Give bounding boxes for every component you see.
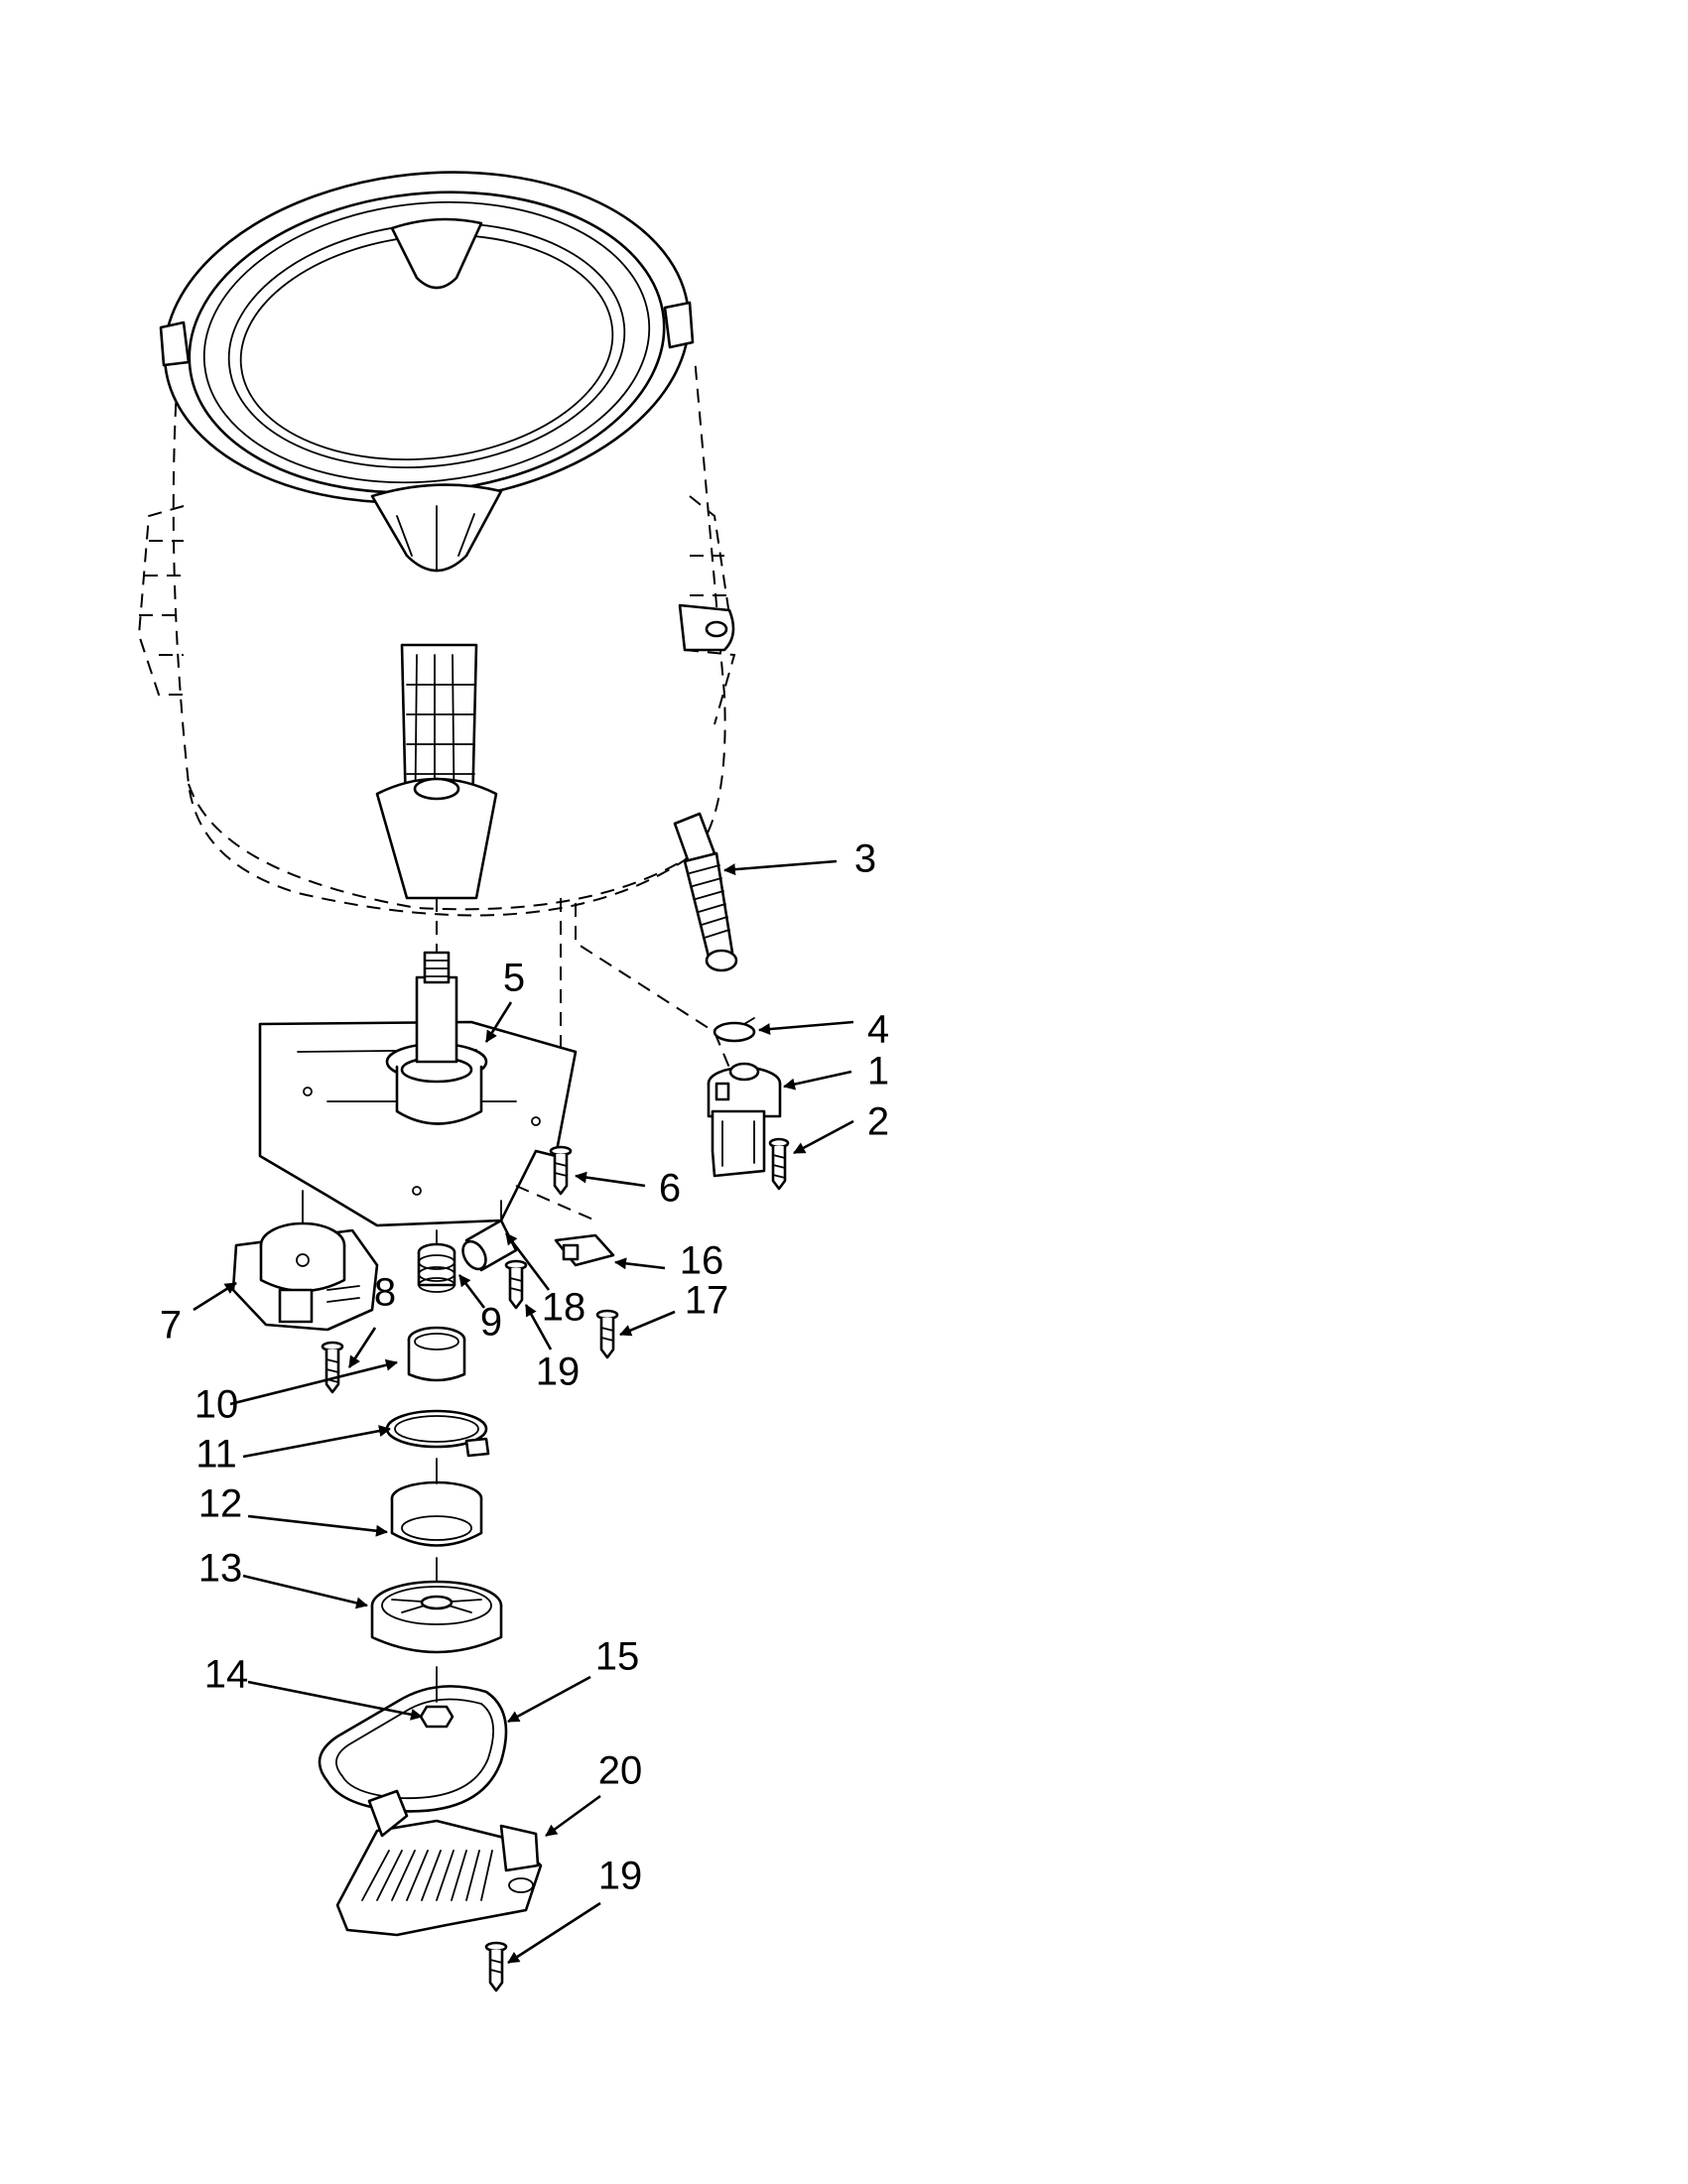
- part-switch: [515, 1185, 615, 1267]
- callout-4: 4: [867, 1008, 889, 1052]
- part-clutch-band: [385, 1409, 490, 1458]
- leader-lines: [193, 859, 854, 1965]
- part-pulley: [370, 1557, 503, 1654]
- part-drain-pump: [707, 1062, 782, 1178]
- part-belt-shield: [335, 1789, 543, 1937]
- callout-6: 6: [659, 1167, 681, 1211]
- part-drain-hose: [673, 812, 738, 972]
- part-tub: [137, 171, 740, 1092]
- callout-19b: 19: [598, 1855, 643, 1898]
- part-actuator-screw: [504, 1259, 528, 1310]
- callout-8: 8: [374, 1271, 396, 1315]
- part-gearcase-screw: [549, 1145, 573, 1196]
- callout-18: 18: [542, 1286, 586, 1330]
- part-motor-screw: [321, 1341, 344, 1394]
- callout-labels: 3 4 1 2 5 6 7 8 9 10 11 12 13 14 15 16 1…: [160, 837, 889, 1898]
- callout-20: 20: [598, 1749, 643, 1793]
- callout-17: 17: [685, 1279, 729, 1323]
- callout-7: 7: [160, 1304, 182, 1348]
- callout-16: 16: [680, 1239, 724, 1283]
- callout-13: 13: [198, 1547, 243, 1591]
- callout-12: 12: [198, 1482, 243, 1526]
- callout-5: 5: [503, 957, 525, 1000]
- callout-2: 2: [867, 1100, 889, 1144]
- part-pump-screw: [768, 1137, 790, 1191]
- part-belt: [318, 1685, 508, 1813]
- callout-19a: 19: [536, 1350, 581, 1394]
- part-belt-shield-screw: [484, 1941, 508, 1992]
- callout-10: 10: [195, 1383, 239, 1427]
- part-actuator: [461, 1200, 518, 1272]
- part-gearcase: [258, 951, 578, 1227]
- part-clutch-collar: [407, 1326, 466, 1382]
- callout-15: 15: [595, 1635, 640, 1679]
- part-hose-clamp: [713, 1017, 756, 1043]
- callout-9: 9: [480, 1301, 502, 1345]
- callout-3: 3: [854, 837, 876, 881]
- part-motor: [231, 1190, 379, 1332]
- part-clutch-housing: [390, 1458, 483, 1547]
- callout-1: 1: [867, 1050, 889, 1093]
- part-spring: [417, 1229, 456, 1293]
- callout-11: 11: [195, 1433, 237, 1477]
- part-switch-screw: [595, 1309, 619, 1359]
- callout-14: 14: [204, 1653, 249, 1697]
